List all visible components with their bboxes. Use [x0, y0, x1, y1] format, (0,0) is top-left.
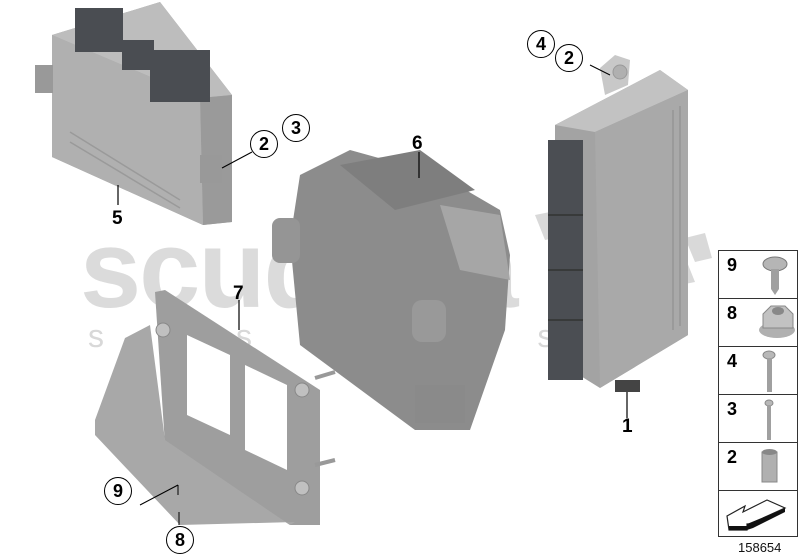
bolt-thin-icon [764, 399, 774, 440]
control-unit-6 [272, 150, 510, 430]
legend-item-arrow [719, 491, 797, 536]
legend-item-3: 3 [719, 395, 797, 443]
sleeve-icon [761, 449, 778, 483]
control-unit-5 [35, 2, 253, 225]
control-unit-1 [548, 55, 688, 418]
callout-4: 4 [527, 30, 555, 58]
callout-2: 2 [250, 130, 278, 158]
legend-item-8: 8 [719, 299, 797, 347]
legend-num: 8 [727, 303, 738, 323]
part-label-1: 1 [622, 416, 633, 437]
legend-num: 9 [727, 255, 738, 275]
legend-item-2: 2 [719, 443, 797, 491]
part-label-5: 5 [112, 208, 123, 229]
callout-2-right: 2 [555, 44, 583, 72]
legend-num: 2 [727, 447, 738, 467]
legend-num: 3 [727, 399, 738, 419]
diagram-reference-number: 158654 [738, 540, 782, 555]
fastener-legend: 9 8 4 3 [718, 250, 798, 537]
callout-8: 8 [166, 526, 194, 554]
legend-item-4: 4 [719, 347, 797, 395]
legend-item-9: 9 [719, 251, 797, 299]
callout-3: 3 [282, 114, 310, 142]
part-label-6: 6 [412, 133, 423, 154]
hex-nut-icon [759, 305, 795, 338]
part-label-7: 7 [233, 283, 244, 304]
bolt-long-icon [762, 350, 776, 392]
screw-icon [762, 256, 788, 295]
mounting-bracket-7 [95, 290, 336, 525]
callout-9: 9 [104, 477, 132, 505]
arrow-symbol-icon [726, 499, 787, 531]
legend-num: 4 [727, 351, 738, 371]
